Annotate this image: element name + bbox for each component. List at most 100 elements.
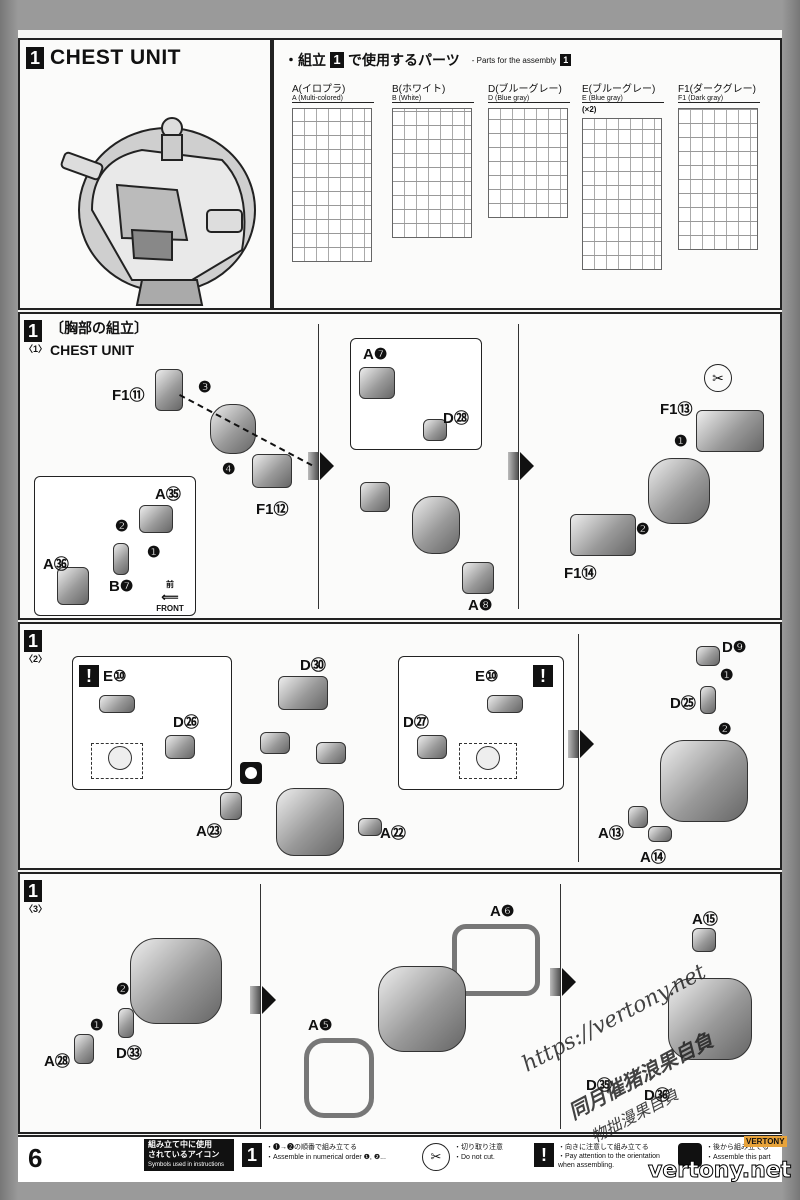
legend-nocut-en: ・Do not cut. — [454, 1154, 495, 1161]
label-n4: ❹ — [222, 461, 236, 478]
runner-e-en: E (Blue gray) — [582, 95, 664, 103]
runner-a-en: A (Multi-colored) — [292, 95, 374, 103]
legend-orientation-en-1: ・Pay attention to the orientation — [558, 1153, 660, 1160]
parts-step-badge: 1 — [330, 52, 344, 68]
part-a14 — [648, 826, 672, 842]
next-step-arrow — [508, 452, 534, 480]
section1-title-en: CHEST UNIT — [50, 342, 134, 358]
section1-sub: 〈1〉 — [24, 344, 48, 354]
label-n1: ❶ — [147, 544, 161, 561]
do-not-cut-icon: ✂ — [704, 364, 732, 392]
part-b7 — [113, 543, 129, 575]
chest-unit-illustration — [60, 117, 256, 306]
runner-f1-code: F1(ダークグレー) — [678, 84, 756, 95]
do-not-cut-legend-icon: ✂ — [422, 1143, 450, 1171]
watermark-brand-tag: VERTONY — [744, 1136, 787, 1147]
watermark-domain: vertony.net — [647, 1158, 792, 1184]
section3-step-badge: 1 — [24, 880, 42, 902]
part-a7 — [359, 367, 395, 399]
legend-later-ja: ・後から組み立てる — [706, 1144, 769, 1151]
sub-assembly-pane: A㉟ ❷ ❶ A㊱ B❼ 前 ⟸ FRONT — [34, 476, 196, 616]
parts-step-badge-en: 1 — [560, 54, 572, 66]
legend-order: 1 ・❶→❷の順番で組み立てる ・Assemble in numerical o… — [242, 1143, 386, 1167]
orientation-peg-icon — [476, 746, 500, 770]
runner-d-sprue — [488, 108, 568, 218]
label-n2: ❷ — [115, 518, 129, 535]
label-a14: A⑭ — [640, 849, 666, 866]
part-helmet — [210, 404, 256, 454]
part-chest-assembly-s3 — [130, 938, 222, 1024]
orientation-warning-icon: ! — [79, 665, 99, 687]
runner-e: E(ブルーグレー) E (Blue gray) (×2) — [582, 80, 664, 270]
section1-step-badge: 1 — [24, 320, 42, 342]
runner-a-sprue — [292, 108, 372, 262]
label-a7: A❼ — [363, 346, 388, 363]
label-n2-p3: ❷ — [636, 521, 650, 538]
parts-heading-suffix: で使用するパーツ — [348, 52, 460, 68]
label-d27: D㉗ — [403, 714, 429, 731]
legend-orientation: ! ・向きに注意して組み立てる ・Pay attention to the or… — [534, 1143, 660, 1170]
label-b7: B❼ — [109, 578, 134, 595]
part-d26 — [165, 735, 195, 759]
part-a35 — [139, 505, 173, 533]
detail-pane: A❼ D㉘ — [350, 338, 482, 450]
label-d33: D㉝ — [116, 1045, 142, 1062]
label-a23: A㉓ — [196, 823, 222, 840]
label-f1-11: F1⑪ — [112, 387, 145, 404]
next-step-arrow — [250, 986, 276, 1014]
label-d35: D㉟ — [586, 1077, 612, 1094]
part-d28 — [423, 419, 447, 441]
legend-title-ja-2: されているアイコン — [148, 1150, 220, 1159]
label-d25: D㉕ — [670, 695, 696, 712]
part-f1-11 — [155, 369, 183, 411]
runner-d-code: D(ブルーグレー) — [488, 84, 562, 95]
legend-later: ・後から組み立てる ・Assemble this part — [678, 1143, 771, 1167]
runner-b-sprue — [392, 108, 472, 238]
part-a8 — [462, 562, 494, 594]
part-a15 — [692, 928, 716, 952]
front-label-en: FRONT — [156, 604, 184, 613]
parts-heading-en: - Parts for the assembly — [471, 55, 557, 65]
runner-e-sprue — [582, 118, 662, 270]
assemble-later-icon — [240, 762, 262, 784]
orientation-detail — [91, 743, 143, 779]
legend-title-en: Symbols used in instructions — [148, 1162, 225, 1168]
label-f1-14: F1⑭ — [564, 565, 597, 582]
orientation-detail — [459, 743, 517, 779]
label-a22: A㉒ — [380, 825, 406, 842]
legend-orientation-ja: ・向きに注意して組み立てる — [558, 1144, 649, 1151]
label-a5: A❺ — [308, 1017, 333, 1034]
part-d30 — [278, 676, 328, 710]
part-f1-14 — [570, 514, 636, 556]
part-e10-right — [487, 695, 523, 713]
label-a6: A❻ — [490, 903, 515, 920]
section1-divider-2 — [518, 324, 519, 609]
runner-f1-sprue — [678, 108, 758, 250]
section3-divider-1 — [260, 884, 261, 1129]
legend-title: 組み立て中に使用 されているアイコン Symbols used in instr… — [144, 1139, 234, 1171]
front-arrow-icon: ⟸ — [161, 590, 179, 604]
section1-divider-1 — [318, 324, 319, 609]
orientation-legend-icon: ! — [534, 1143, 554, 1167]
step-1-section-1: 1 〈1〉 〔胸部の組立〕 CHEST UNIT F1⑪ ❸ ❹ F1⑫ A㉟ … — [18, 312, 782, 620]
label-a35: A㉟ — [155, 486, 181, 503]
page-title: CHEST UNIT — [50, 46, 181, 69]
section2-step-badge: 1 — [24, 630, 42, 652]
section2-divider — [578, 634, 579, 862]
part-chest-assembly — [660, 740, 748, 822]
runner-b-en: B (White) — [392, 95, 474, 103]
part-a36 — [57, 567, 89, 605]
orientation-pane-right: E⑩ ! D㉗ — [398, 656, 564, 790]
part-d33 — [118, 1008, 134, 1038]
label-a13: A⑬ — [598, 825, 624, 842]
label-d28: D㉘ — [443, 410, 469, 427]
runner-e-qty: (×2) — [582, 105, 597, 114]
label-a15: A⑮ — [692, 911, 718, 928]
label-a36: A㊱ — [43, 556, 69, 573]
label-e10-left: E⑩ — [103, 668, 127, 685]
page-number: 6 — [28, 1143, 43, 1173]
assemble-later-legend-icon — [678, 1143, 702, 1167]
section3-sub: 〈3〉 — [24, 904, 48, 914]
part-e10-left — [99, 695, 135, 713]
label-n1-p3: ❶ — [674, 433, 688, 450]
